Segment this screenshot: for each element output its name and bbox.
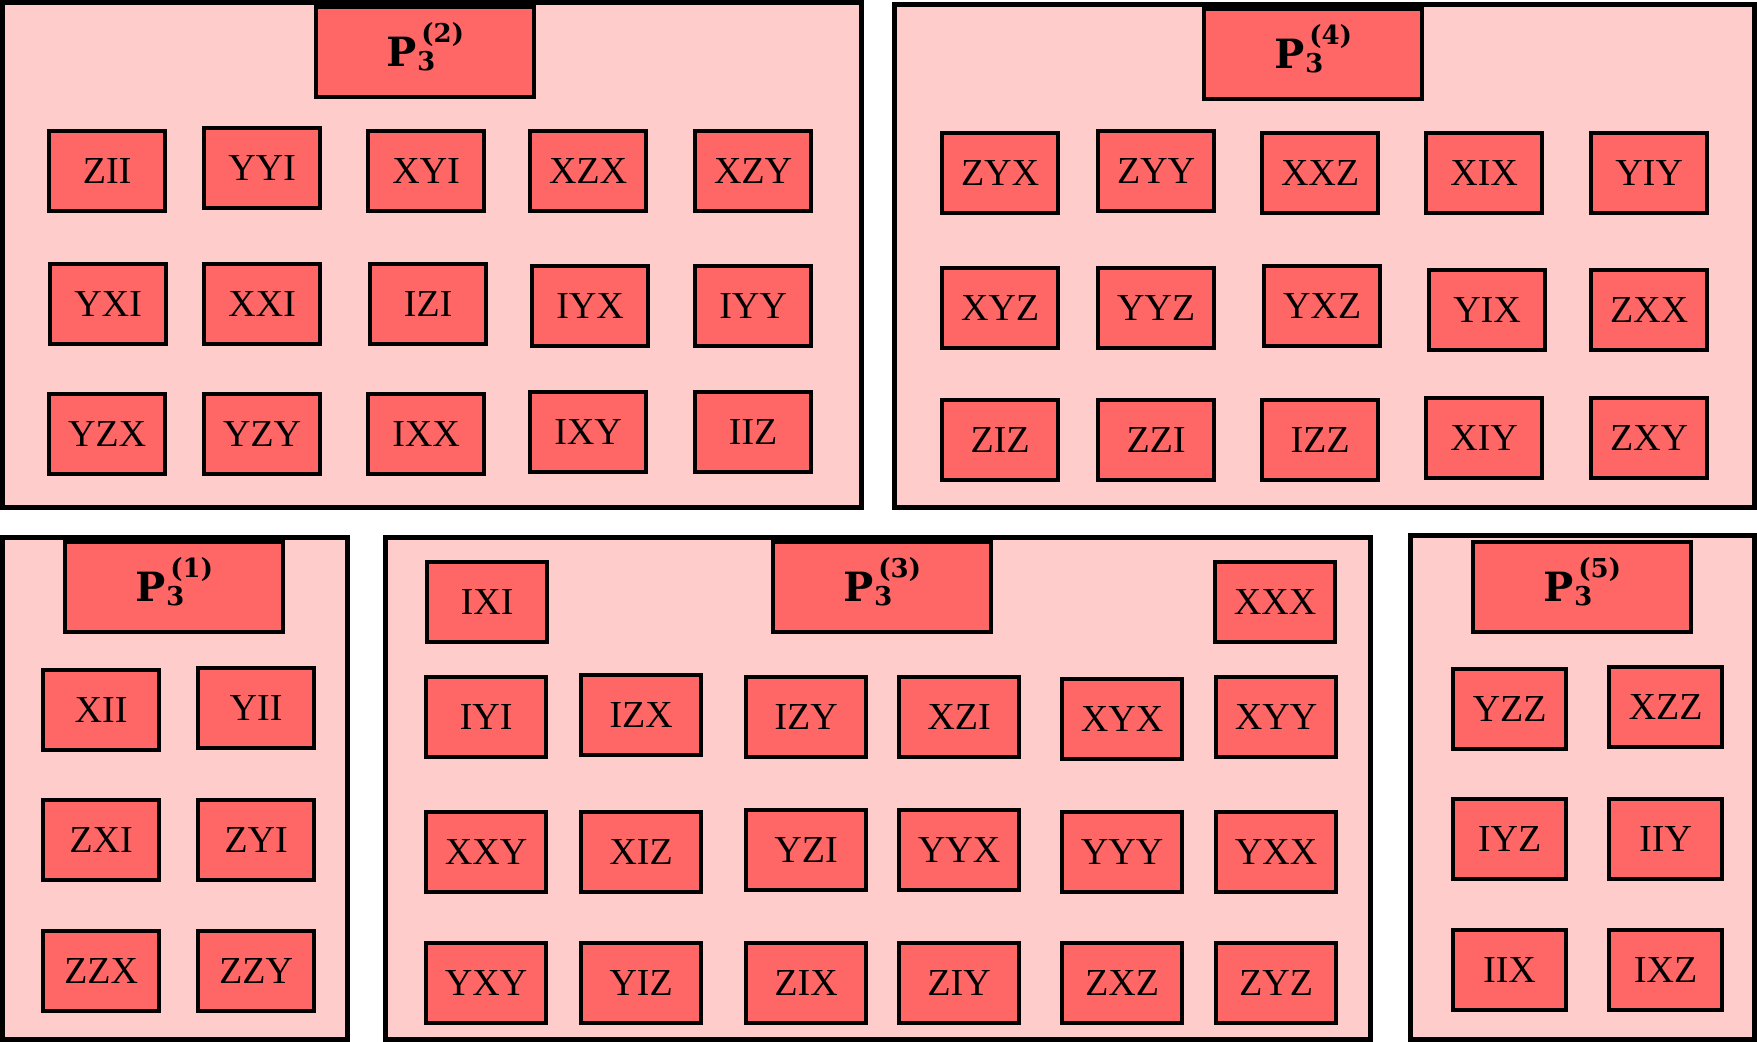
- pauli-box: IYZ: [1451, 797, 1568, 881]
- pauli-box: ZIY: [897, 941, 1021, 1025]
- pauli-box: IYY: [693, 264, 813, 348]
- pauli-box: XYX: [1060, 677, 1184, 761]
- pauli-box: ZII: [47, 129, 167, 213]
- pauli-box: ZXY: [1589, 396, 1709, 480]
- pauli-box: ZZI: [1096, 398, 1216, 482]
- pauli-box: IXZ: [1607, 928, 1724, 1012]
- pauli-box: YII: [196, 666, 316, 750]
- pauli-box: IIY: [1607, 797, 1724, 881]
- pauli-box: XZX: [528, 129, 648, 213]
- pauli-box: XIZ: [579, 810, 703, 894]
- pauli-box: ZIZ: [940, 398, 1060, 482]
- pauli-box: ZYX: [940, 131, 1060, 215]
- pauli-box: YIY: [1589, 131, 1709, 215]
- pauli-box: XZZ: [1607, 665, 1724, 749]
- pauli-box: IIZ: [693, 390, 813, 474]
- pauli-box: XXZ: [1260, 131, 1380, 215]
- pauli-box: XYI: [366, 129, 486, 213]
- pauli-box: XYZ: [940, 266, 1060, 350]
- pauli-box: IXI: [425, 560, 549, 644]
- pauli-box: IYX: [530, 264, 650, 348]
- pauli-box: ZXZ: [1060, 941, 1184, 1025]
- pauli-box: YYY: [1060, 810, 1184, 894]
- pauli-box: YYX: [897, 808, 1021, 892]
- pauli-box: XYY: [1214, 675, 1338, 759]
- pauli-box: YYI: [202, 126, 322, 210]
- pauli-box: IZY: [744, 675, 868, 759]
- pauli-box: ZXI: [41, 798, 161, 882]
- pauli-box: ZZY: [196, 929, 316, 1013]
- pauli-box: YZX: [47, 392, 167, 476]
- pauli-box: IZZ: [1260, 398, 1380, 482]
- pauli-box: IYI: [424, 675, 548, 759]
- pauli-box: ZIX: [744, 941, 868, 1025]
- pauli-box: IZI: [368, 262, 488, 346]
- pauli-box: ZYY: [1096, 129, 1216, 213]
- pauli-box: ZZX: [41, 929, 161, 1013]
- pauli-box: XIY: [1424, 396, 1544, 480]
- pauli-box: XII: [41, 668, 161, 752]
- pauli-box: YZY: [202, 392, 322, 476]
- pauli-box: YXI: [48, 262, 168, 346]
- pauli-box: XZI: [897, 675, 1021, 759]
- pauli-box: YIX: [1427, 268, 1547, 352]
- pauli-box: YIZ: [579, 941, 703, 1025]
- pauli-box: ZXX: [1589, 268, 1709, 352]
- pauli-box: IZX: [579, 673, 703, 757]
- pauli-box: XIX: [1424, 131, 1544, 215]
- pauli-box: IXY: [528, 390, 648, 474]
- pauli-box: ZYZ: [1214, 941, 1338, 1025]
- pauli-box: IIX: [1451, 928, 1568, 1012]
- pauli-box: XXY: [424, 810, 548, 894]
- pauli-box: IXX: [366, 392, 486, 476]
- pauli-box: XXI: [202, 262, 322, 346]
- pauli-box: YZZ: [1451, 667, 1568, 751]
- pauli-box: YXX: [1214, 810, 1338, 894]
- pauli-box: YYZ: [1096, 266, 1216, 350]
- pauli-box: ZYI: [196, 798, 316, 882]
- pauli-box: YXY: [424, 941, 548, 1025]
- pauli-box: XXX: [1213, 560, 1337, 644]
- pauli-box: YXZ: [1262, 264, 1382, 348]
- pauli-box: YZI: [744, 808, 868, 892]
- pauli-box: XZY: [693, 129, 813, 213]
